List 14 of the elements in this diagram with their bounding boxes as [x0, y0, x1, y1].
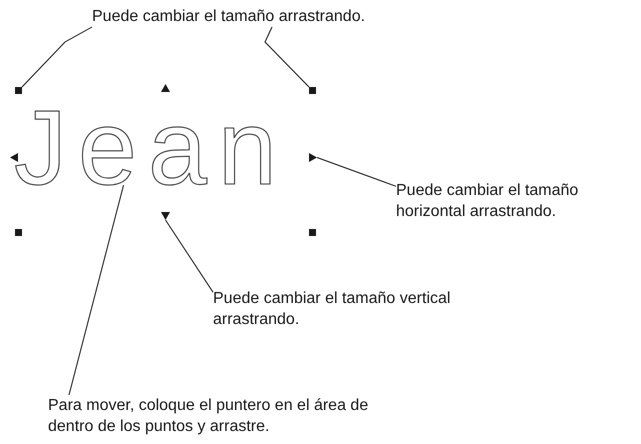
callout-text: Puede cambiar el tamaño arrastrando. — [92, 6, 392, 27]
resize-arrow-handle — [161, 212, 170, 220]
leader-line — [316, 157, 396, 187]
resize-arrow-handle — [309, 153, 317, 162]
leader-line — [264, 26, 310, 88]
leader-line — [22, 26, 92, 88]
callout-text: Puede cambiar el tamaño horizontal arrastrando. — [396, 180, 611, 222]
leader-line — [165, 220, 214, 293]
outlined-title-text: Jean — [14, 95, 288, 201]
leader-line — [68, 184, 124, 396]
callout-text: Para mover, coloque el puntero en el área de dentro de los puntos y arrastre. — [48, 395, 398, 437]
callout-text: Puede cambiar el tamaño vertical arrastrando. — [213, 288, 483, 330]
resize-handle — [15, 87, 22, 94]
resize-handle — [309, 87, 316, 94]
